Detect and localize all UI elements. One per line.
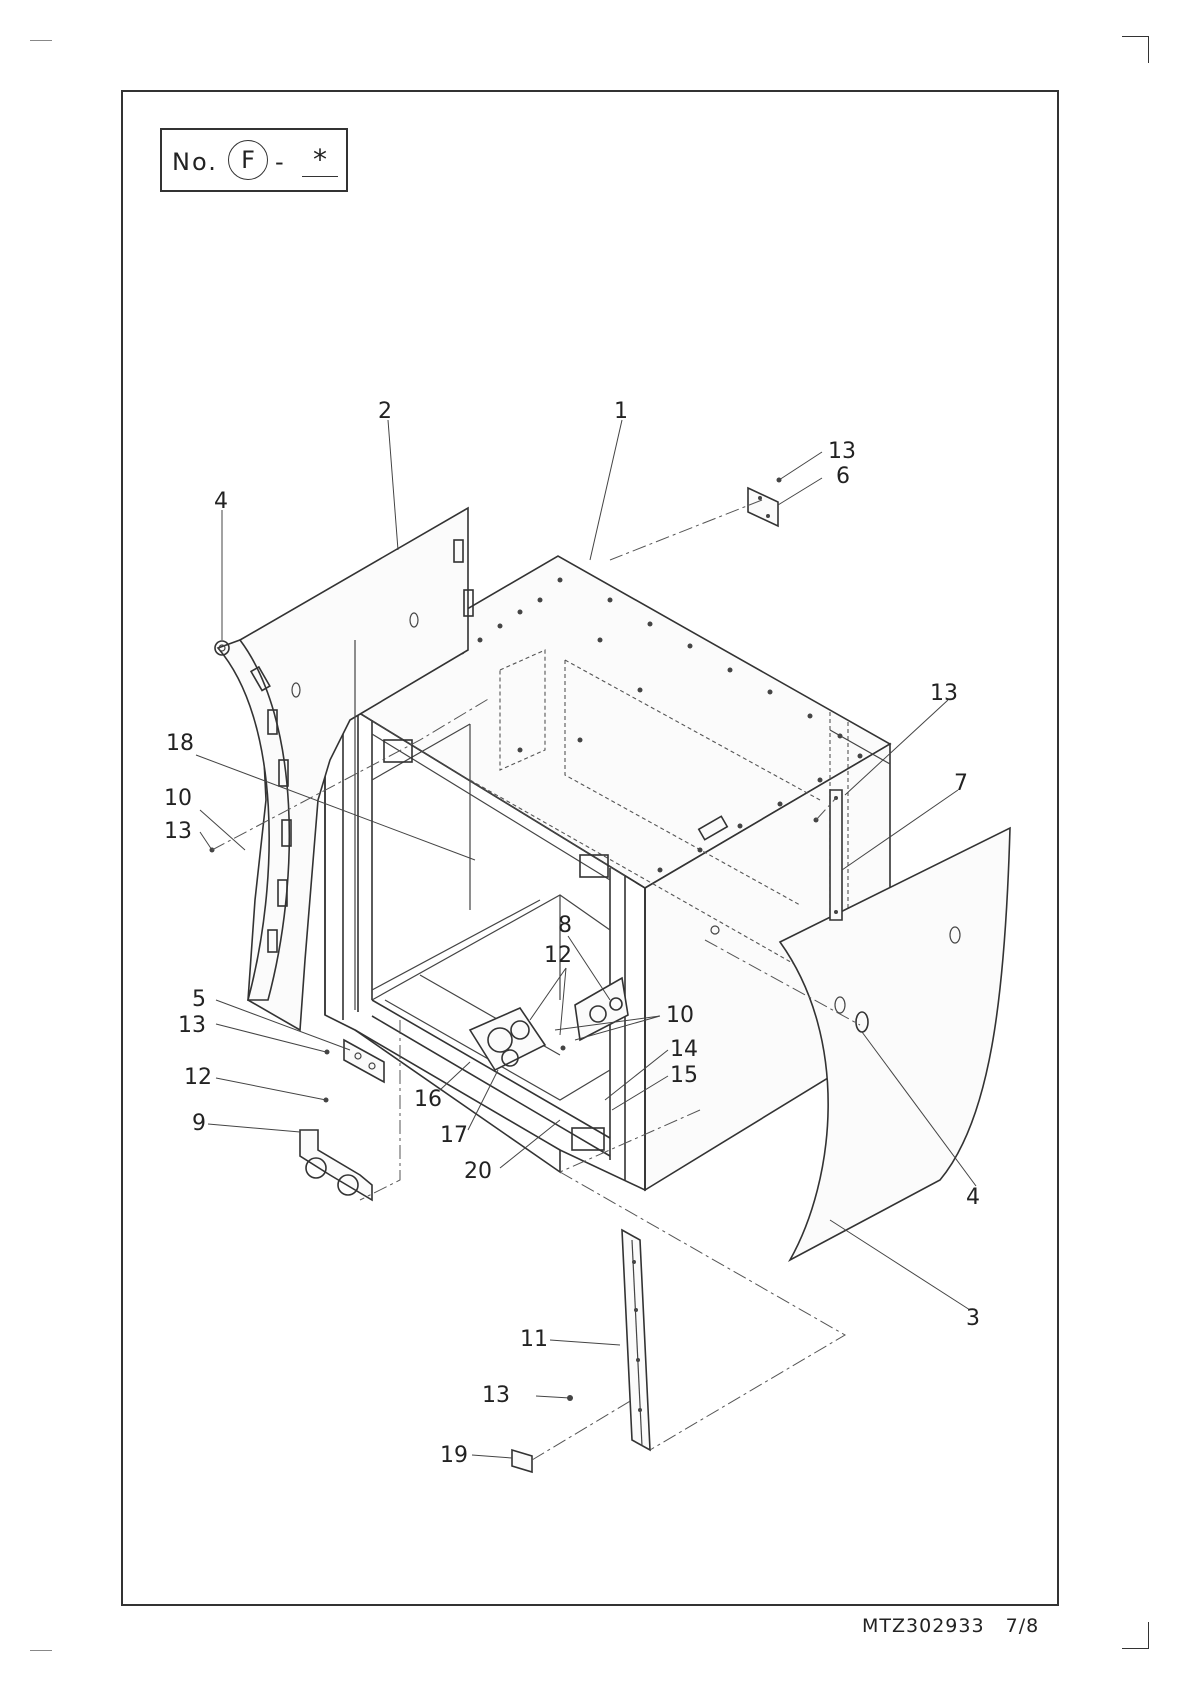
callout-13-left: 13 bbox=[164, 819, 192, 844]
bracket-part-7 bbox=[830, 790, 842, 920]
drawing-number: MTZ302933 bbox=[862, 1615, 985, 1637]
callout-7: 7 bbox=[954, 771, 968, 796]
callout-10-left: 10 bbox=[164, 786, 192, 811]
callout-4-top: 4 bbox=[214, 489, 228, 514]
callout-10-center: 10 bbox=[666, 1003, 694, 1028]
callout-4-right: 4 bbox=[966, 1185, 980, 1210]
callout-5: 5 bbox=[192, 987, 206, 1012]
label-part-19 bbox=[512, 1450, 532, 1472]
callout-1: 1 bbox=[614, 399, 628, 424]
callout-12-center: 12 bbox=[544, 943, 572, 968]
left-side-panel bbox=[218, 508, 473, 1030]
callout-11: 11 bbox=[520, 1327, 548, 1352]
callout-18: 18 bbox=[166, 731, 194, 756]
callout-16: 16 bbox=[414, 1087, 442, 1112]
sheet-number: 7/8 bbox=[1006, 1615, 1040, 1637]
callout-8: 8 bbox=[558, 913, 572, 938]
plate-part-6 bbox=[748, 488, 778, 526]
callout-6: 6 bbox=[836, 464, 850, 489]
drawing-footer: MTZ302933 7/8 bbox=[862, 1615, 1039, 1637]
callout-13-right: 13 bbox=[930, 681, 958, 706]
callout-14: 14 bbox=[670, 1037, 698, 1062]
callout-12-left: 12 bbox=[184, 1065, 212, 1090]
callout-3: 3 bbox=[966, 1306, 980, 1331]
bracket-part-9 bbox=[300, 1130, 372, 1200]
gear-assembly-part-17 bbox=[470, 1008, 545, 1070]
callout-19: 19 bbox=[440, 1443, 468, 1468]
callout-17: 17 bbox=[440, 1123, 468, 1148]
callout-13-mid: 13 bbox=[178, 1013, 206, 1038]
callout-2: 2 bbox=[378, 399, 392, 424]
rail-part-11 bbox=[622, 1230, 650, 1450]
callout-13-top: 13 bbox=[828, 439, 856, 464]
callout-9: 9 bbox=[192, 1111, 206, 1136]
callout-15: 15 bbox=[670, 1063, 698, 1088]
callout-20: 20 bbox=[464, 1159, 492, 1184]
callout-13-bottom: 13 bbox=[482, 1383, 510, 1408]
